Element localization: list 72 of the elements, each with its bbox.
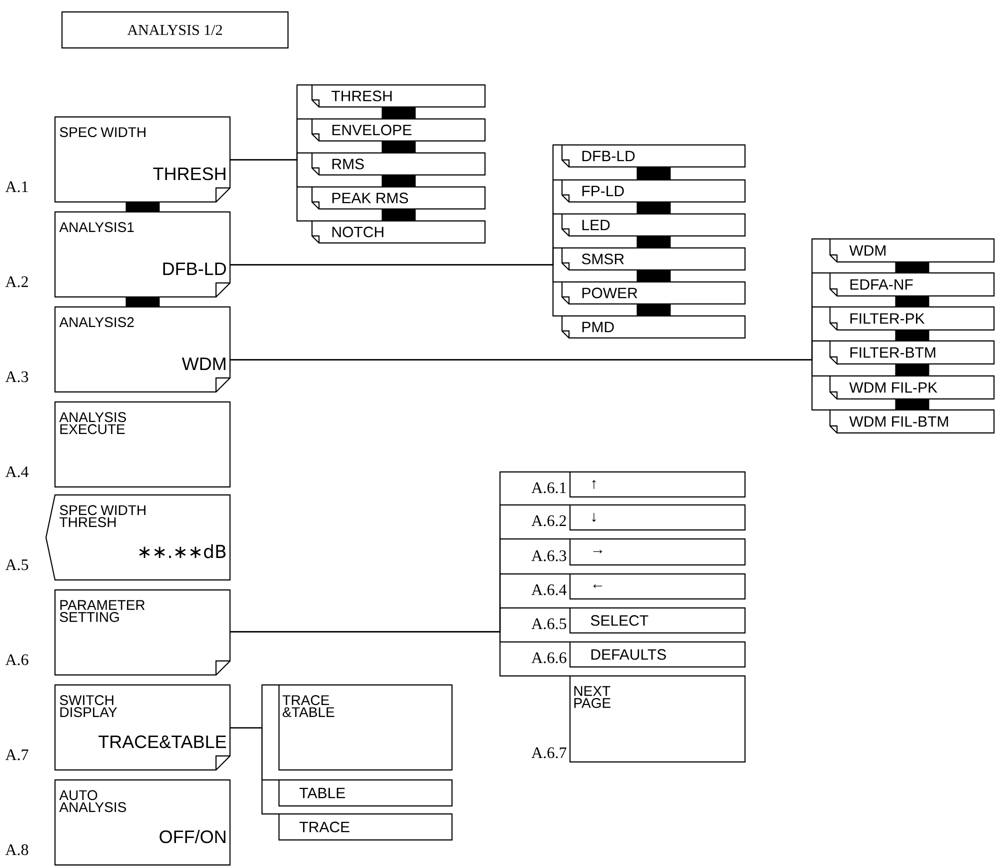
menu-item-box: PMD — [561, 315, 746, 339]
menu-item-box: LED — [561, 213, 746, 237]
menu-item-box: WDM FIL-BTM — [829, 409, 995, 434]
menu-item-box: WDM — [829, 238, 995, 263]
softkey-box: ANALYSIS EXECUTE — [54, 401, 231, 488]
softkey-box: SWITCH DISPLAY TRACE&TABLE — [54, 684, 231, 771]
connector-bar — [895, 262, 930, 273]
branch-line — [230, 727, 279, 815]
connector-bar — [636, 270, 671, 282]
menu-item-box: DFB-LD — [561, 144, 746, 168]
softkey-box: TRACE — [278, 813, 453, 841]
menu-item-box: RMS — [311, 152, 486, 176]
softkey-box: SELECT — [569, 607, 746, 634]
key-label: A.6.5 — [531, 618, 566, 630]
connector-bar — [636, 304, 671, 316]
menu-item-box: EDFA-NF — [829, 272, 995, 297]
menu-item-box: FILTER-BTM — [829, 340, 995, 365]
key-label: A.6 — [5, 654, 28, 666]
connector-bar — [126, 202, 160, 212]
connector-bar — [895, 296, 930, 307]
key-label: A.6.7 — [531, 747, 566, 758]
connector-bar — [382, 141, 416, 153]
menu-item-box: PEAK RMS — [311, 186, 486, 210]
key-label: A.6.6 — [531, 652, 566, 664]
connector-bar — [126, 297, 160, 307]
softkey-box: TRACE &TABLE — [278, 684, 453, 771]
menu-item-box: POWER — [561, 281, 746, 305]
softkey-box: NEXT PAGE — [569, 675, 746, 763]
connector-bar — [636, 202, 671, 214]
softkey-box: TABLE — [278, 779, 453, 807]
menu-item-box: ENVELOPE — [311, 118, 486, 142]
menu-item-box: THRESH — [311, 84, 486, 108]
softkey-box: AUTO ANALYSIS OFF/ON — [54, 779, 231, 866]
branch-line — [230, 264, 562, 317]
softkey-box: ANALYSIS1 DFB-LD — [54, 211, 231, 298]
menu-item-box: WDM FIL-PK — [829, 375, 995, 400]
softkey-box: PARAMETER SETTING — [54, 589, 231, 676]
connector-bar — [895, 330, 930, 341]
menu-item-box: NOTCH — [311, 220, 486, 244]
connector-bar — [382, 209, 416, 221]
key-label: A.3 — [5, 371, 28, 382]
key-label: A.6.3 — [531, 550, 566, 562]
softkey-box: ANALYSIS2 WDM — [54, 306, 231, 393]
menu-item-box: FP-LD — [561, 179, 746, 203]
softkey-box: ← — [569, 573, 746, 600]
connector-bar — [895, 364, 930, 376]
connector-bar — [382, 175, 416, 187]
key-label: A.5 — [5, 559, 28, 570]
softkey-box: ↑ — [569, 471, 746, 498]
key-label: A.7 — [5, 749, 28, 760]
branch-line — [230, 359, 830, 411]
connector-bar — [636, 167, 671, 180]
menu-item-box: SMSR — [561, 247, 746, 271]
connector-bar — [895, 399, 930, 410]
key-label: A.4 — [5, 466, 28, 478]
softkey-box: SPEC WIDTH THRESH ∗∗.∗∗dB — [45, 494, 231, 581]
key-label: A.8 — [5, 844, 28, 856]
softkey-box: SPEC WIDTH THRESH — [54, 116, 231, 203]
key-label: A.6.4 — [531, 584, 567, 596]
branch-line — [230, 159, 312, 222]
connector-bar — [636, 236, 671, 248]
title-box: ANALYSIS 1/2 — [61, 11, 289, 49]
menu-item-box: FILTER-PK — [829, 306, 995, 331]
softkey-box: → — [569, 538, 746, 566]
connector-bar — [382, 107, 416, 119]
key-label: A.6.2 — [531, 515, 566, 526]
branch-line — [230, 631, 570, 677]
key-label: A.2 — [5, 276, 28, 288]
softkey-box: ↓ — [569, 504, 746, 531]
key-label: A.1 — [5, 181, 28, 192]
key-label: A.6.1 — [531, 482, 566, 494]
softkey-box: DEFAULTS — [569, 641, 746, 668]
